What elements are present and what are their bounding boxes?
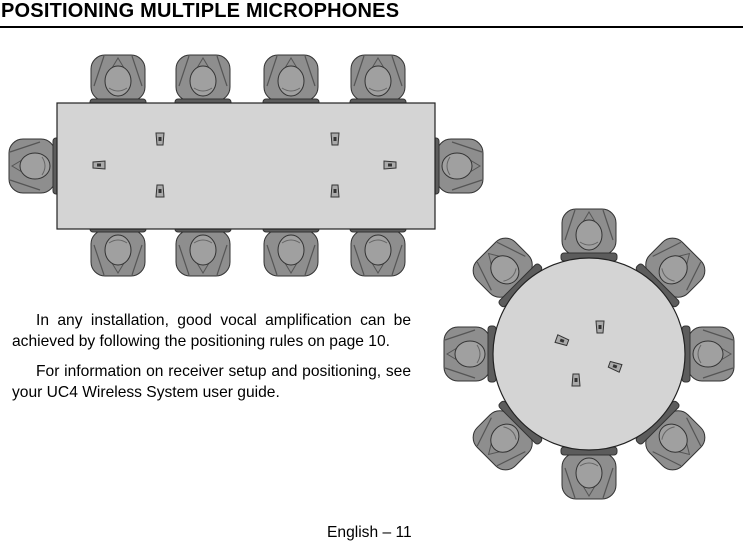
page-footer: English – 11: [327, 524, 412, 541]
person-figure-top-3: [262, 54, 320, 108]
microphone-icon: [571, 373, 581, 387]
person-figure-bottom-1: [89, 223, 147, 277]
microphone-icon: [330, 184, 340, 198]
paragraph-receiver-setup: For information on receiver setup and po…: [12, 363, 411, 401]
person-figure-bottom-2: [174, 223, 232, 277]
person-figure-top-1: [89, 54, 147, 108]
microphone-icon: [92, 160, 106, 170]
person-figure-bottom-3: [262, 223, 320, 277]
microphone-icon: [155, 132, 165, 146]
person-figure-bottom-4: [349, 223, 407, 277]
person-figure-round-7: [443, 325, 497, 383]
person-figure-top-2: [174, 54, 232, 108]
body-text: In any installation, good vocal amplific…: [12, 310, 411, 412]
person-figure-left-end: [8, 137, 62, 195]
paragraph-amplification: In any installation, good vocal amplific…: [12, 312, 411, 350]
person-figure-right-end: [430, 137, 484, 195]
title-rule: [0, 26, 743, 28]
page-title: POSITIONING MULTIPLE MICROPHONES: [1, 0, 400, 22]
microphone-icon: [595, 320, 605, 334]
rectangular-table: [56, 102, 436, 230]
round-table: [492, 257, 686, 451]
microphone-icon: [330, 132, 340, 146]
person-figure-round-5: [560, 446, 618, 500]
person-figure-round-3: [681, 325, 735, 383]
microphone-icon: [155, 184, 165, 198]
person-figure-top-4: [349, 54, 407, 108]
microphone-icon: [383, 160, 397, 170]
person-figure-round-1: [560, 208, 618, 262]
